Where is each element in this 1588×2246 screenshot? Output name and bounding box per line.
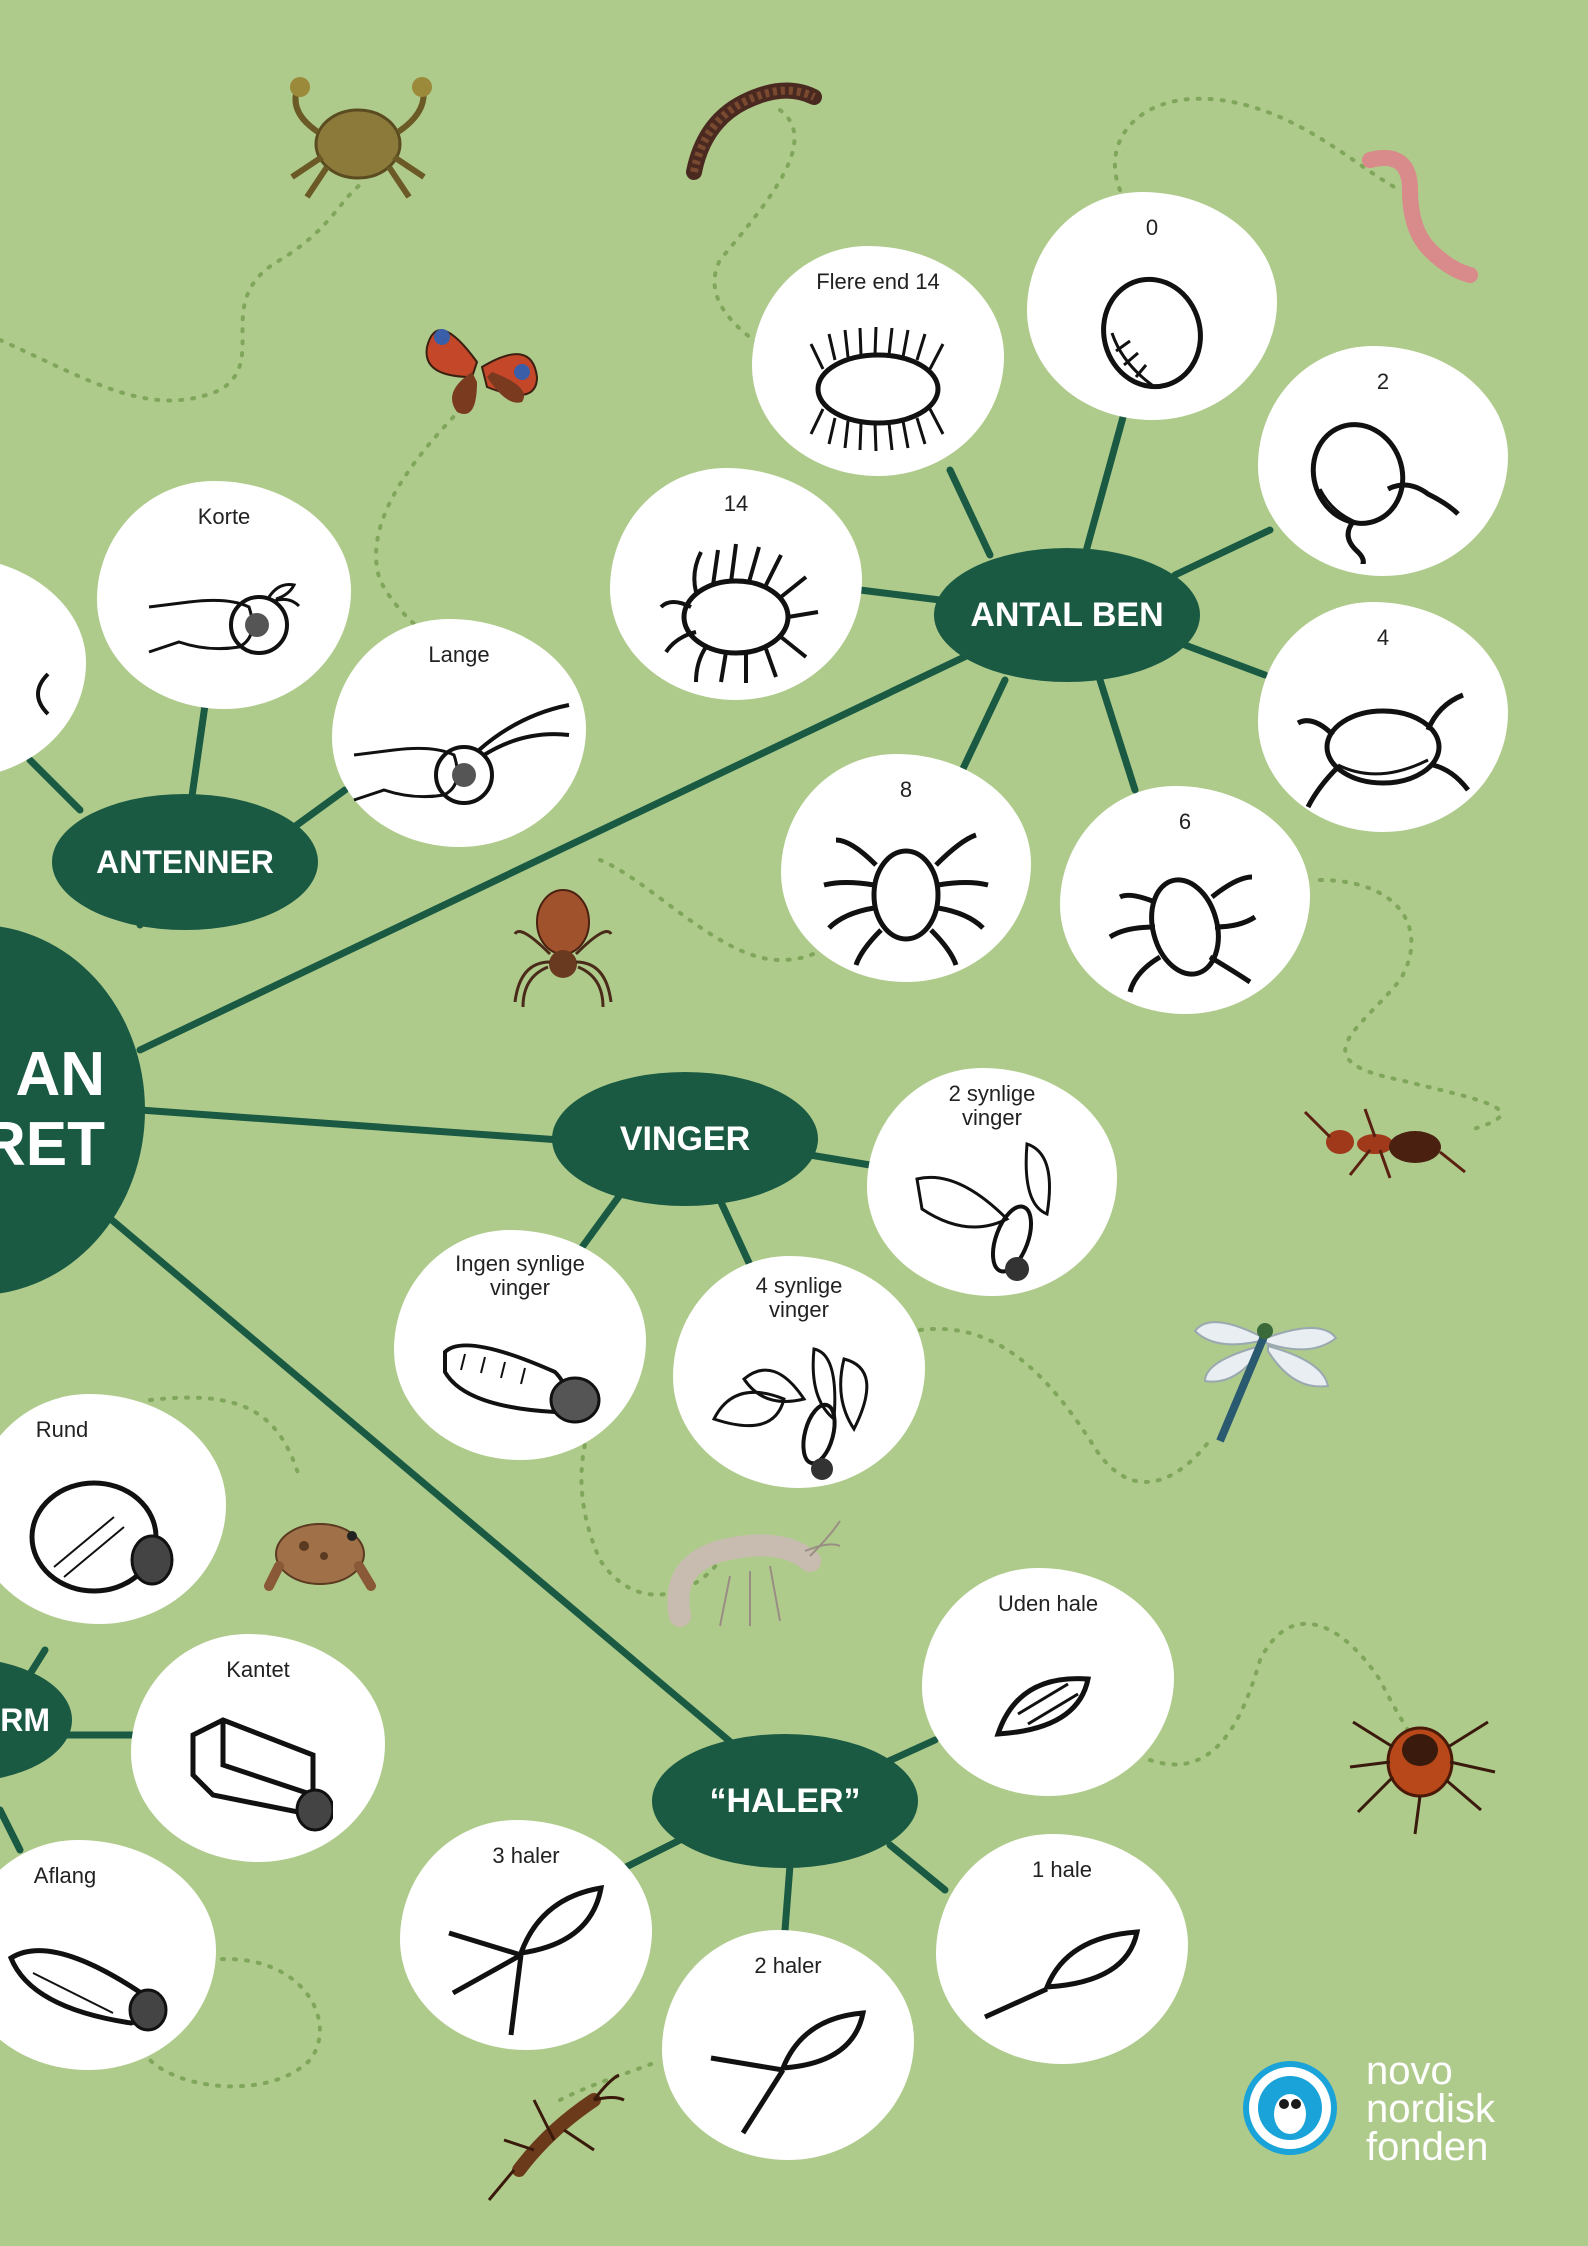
- long-antennae-insect-icon: [344, 695, 574, 825]
- option-antennae-short-label: Korte: [97, 505, 351, 529]
- naturvejleder-badge-icon: [1240, 2048, 1340, 2168]
- option-tail-none[interactable]: Uden hale: [922, 1568, 1174, 1796]
- many-legs-body-icon: [793, 324, 963, 454]
- option-legs-8-label: 8: [781, 778, 1031, 802]
- option-body-angular-label: Kantet: [131, 1658, 385, 1682]
- eight-legs-body-icon: [816, 820, 996, 970]
- four-legs-body-icon: [1288, 675, 1478, 815]
- two-legs-body-icon: [1298, 414, 1468, 564]
- hub-vinger[interactable]: VINGER: [552, 1072, 818, 1206]
- ant-icon: [1300, 1102, 1470, 1182]
- wings-none-line2: vinger: [490, 1275, 550, 1300]
- option-tail-one-label: 1 hale: [936, 1858, 1188, 1882]
- short-antennae-insect-icon: [139, 567, 309, 677]
- option-legs-2[interactable]: 2: [1258, 346, 1508, 576]
- option-legs-4[interactable]: 4: [1258, 602, 1508, 832]
- crab-icon: [282, 72, 434, 210]
- option-antennae-long-label: Lange: [332, 643, 586, 667]
- six-legs-body-icon: [1100, 852, 1270, 1002]
- two-wings-insect-icon: [907, 1139, 1077, 1289]
- three-tails-abdomen-icon: [441, 1883, 611, 2043]
- butterfly-icon: [422, 312, 540, 422]
- no-legs-body-icon: [1092, 273, 1212, 393]
- no-tail-abdomen-icon: [988, 1669, 1108, 1749]
- wings-two-line2: vinger: [962, 1105, 1022, 1130]
- wings-four-line1: 4 synlige: [756, 1273, 843, 1298]
- hub-vinger-label: VINGER: [620, 1120, 750, 1159]
- hub-antenner[interactable]: ANTENNER: [52, 794, 318, 930]
- option-legs-0-label: 0: [1027, 216, 1277, 240]
- option-legs-many[interactable]: Flere end 14: [752, 246, 1004, 476]
- novo-nordisk-fonden-logo: novo nordisk fonden: [1366, 2052, 1495, 2166]
- round-body-insect-icon: [24, 1472, 174, 1602]
- option-legs-6[interactable]: 6: [1060, 786, 1310, 1014]
- dragonfly-icon: [1190, 1316, 1340, 1444]
- option-tail-two[interactable]: 2 haler: [662, 1930, 914, 2160]
- hub-antal-ben[interactable]: ANTAL BEN: [934, 548, 1200, 682]
- center-title-line2: RET: [0, 1110, 105, 1180]
- option-legs-14[interactable]: 14: [610, 468, 862, 700]
- option-tail-two-label: 2 haler: [662, 1954, 914, 1978]
- shrimp-icon: [650, 1516, 844, 1644]
- earthworm-icon: [1360, 150, 1480, 286]
- two-tails-abdomen-icon: [703, 2008, 873, 2138]
- option-body-angular[interactable]: Kantet: [131, 1634, 385, 1862]
- toad-icon: [264, 1506, 376, 1592]
- option-legs-4-label: 4: [1258, 626, 1508, 650]
- option-antennae-long[interactable]: Lange: [332, 619, 586, 847]
- logo-line2: nordisk: [1366, 2090, 1495, 2128]
- option-tail-none-label: Uden hale: [922, 1592, 1174, 1616]
- option-legs-2-label: 2: [1258, 370, 1508, 394]
- tick-icon: [1348, 1702, 1502, 1836]
- one-tail-abdomen-icon: [977, 1927, 1147, 2027]
- center-title-line1: AN: [15, 1040, 105, 1110]
- option-legs-6-label: 6: [1060, 810, 1310, 834]
- antennae-partial-icon: [18, 664, 78, 724]
- option-legs-14-label: 14: [610, 492, 862, 516]
- four-wings-insect-icon: [704, 1339, 894, 1489]
- logo-line3: fonden: [1366, 2128, 1495, 2166]
- logo-line1: novo: [1366, 2052, 1495, 2090]
- angular-body-insect-icon: [183, 1715, 333, 1835]
- elongated-body-insect-icon: [3, 1928, 173, 2038]
- option-antennae-short[interactable]: Korte: [97, 481, 351, 709]
- wings-four-line2: vinger: [769, 1297, 829, 1322]
- option-body-round-label: Rund: [0, 1418, 132, 1442]
- option-tail-one[interactable]: 1 hale: [936, 1834, 1188, 2064]
- fourteen-legs-body-icon: [651, 537, 821, 687]
- hub-form-label: RM: [0, 1702, 50, 1739]
- option-legs-0[interactable]: 0: [1027, 192, 1277, 420]
- wings-two-line1: 2 synlige: [949, 1081, 1036, 1106]
- millipede-icon: [684, 72, 826, 184]
- option-body-elongated-label: Aflang: [0, 1864, 140, 1888]
- no-wings-insect-icon: [435, 1322, 605, 1442]
- hub-haler-label: “HALER”: [709, 1782, 860, 1821]
- option-legs-many-label: Flere end 14: [752, 270, 1004, 294]
- hub-haler[interactable]: “HALER”: [652, 1734, 918, 1868]
- spider-icon: [510, 872, 616, 1012]
- option-tail-three-label: 3 haler: [400, 1844, 652, 1868]
- hub-antenner-label: ANTENNER: [96, 844, 274, 881]
- option-legs-8[interactable]: 8: [781, 754, 1031, 982]
- earwig-icon: [484, 2070, 626, 2202]
- option-tail-three[interactable]: 3 haler: [400, 1820, 652, 2050]
- hub-antal-ben-label: ANTAL BEN: [970, 596, 1163, 635]
- wings-none-line1: Ingen synlige: [455, 1251, 585, 1276]
